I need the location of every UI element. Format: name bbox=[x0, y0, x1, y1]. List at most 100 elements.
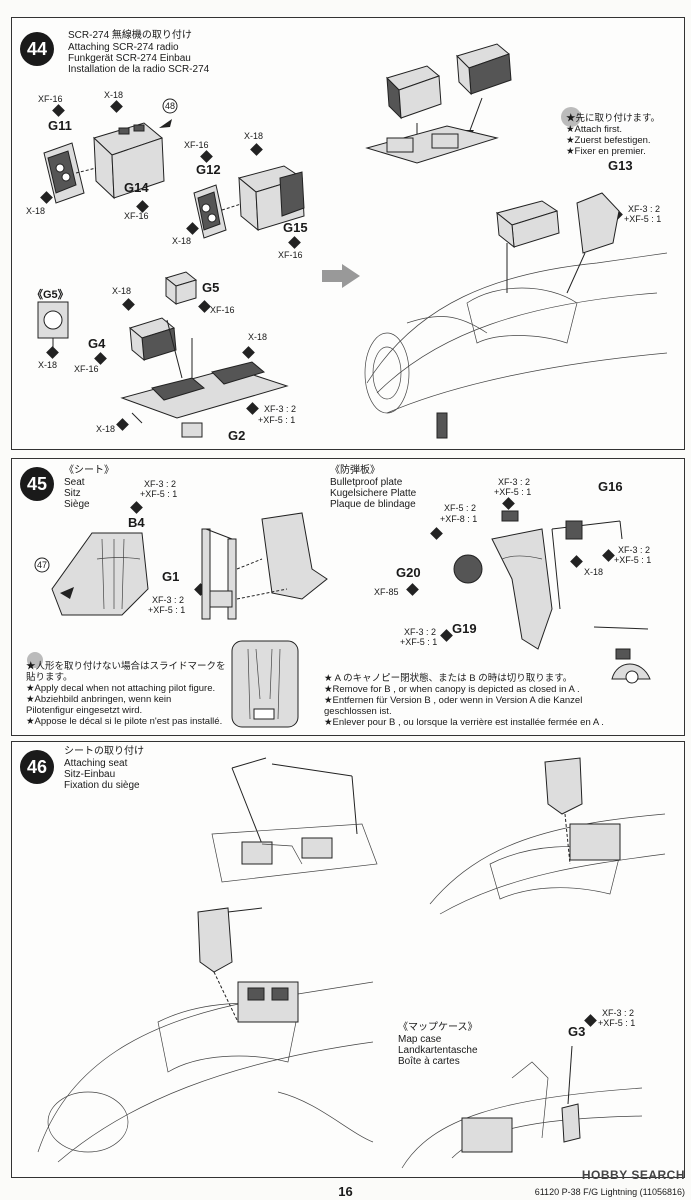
step-44-title-en: Attaching SCR-274 radio bbox=[68, 42, 179, 53]
paint-xf16-f: XF-16 bbox=[74, 364, 99, 374]
seat-fr: Siège bbox=[64, 499, 90, 510]
paint-mid-a: XF-5 : 2 bbox=[444, 503, 477, 513]
bolt-marker bbox=[250, 143, 263, 156]
paint-x18-h: X-18 bbox=[96, 424, 116, 434]
note-right-4: geschlossen ist. bbox=[324, 706, 392, 717]
paint-x18: X-18 bbox=[584, 567, 604, 577]
decal-badge bbox=[27, 652, 43, 668]
note-left-5: Pilotenfigur eingesetzt wird. bbox=[26, 705, 143, 716]
ref-47-badge bbox=[34, 557, 50, 573]
radio-rack-illustration bbox=[120, 317, 289, 438]
paint-xf16-e: XF-16 bbox=[210, 305, 235, 315]
attach-first-jp: ★先に取り付けます。 bbox=[566, 113, 661, 124]
map-de: Landkartentasche bbox=[398, 1045, 478, 1056]
fuselage-radio-illustration bbox=[364, 192, 668, 439]
g14-radio-illustration bbox=[43, 119, 172, 204]
note-right-2: ★Remove for B , or when canopy is depict… bbox=[324, 684, 580, 695]
paint-g1-b: +XF-5 : 1 bbox=[148, 605, 186, 615]
seat-de: Sitz bbox=[64, 488, 81, 499]
step-46-title-fr: Fixation du siège bbox=[64, 780, 140, 791]
bolt-marker bbox=[94, 352, 107, 365]
map-case-illustration bbox=[401, 1045, 643, 1169]
map-jp: 《マップケース》 bbox=[398, 1022, 478, 1033]
paint-x18-e: X-18 bbox=[38, 360, 58, 370]
paint-xf16-a: XF-16 bbox=[38, 94, 63, 104]
note-left-3: ★Apply decal when not attaching pilot fi… bbox=[26, 683, 216, 694]
paint-x18-a: X-18 bbox=[104, 90, 124, 100]
ref-48-number: 48 bbox=[165, 101, 176, 111]
paint-mix-b: +XF-5 : 1 bbox=[624, 214, 662, 224]
note-left-4: ★Abziehbild anbringen, wenn kein bbox=[26, 694, 172, 705]
bolt-marker bbox=[110, 100, 123, 113]
g5-inset-illustration bbox=[37, 301, 69, 348]
hobby-search-watermark: HOBBY SEARCH bbox=[581, 1168, 685, 1182]
step-44-title-fr: Installation de la radio SCR-274 bbox=[68, 64, 210, 75]
step-44-panel: 44 SCR-274 無線機の取り付け Attaching SCR-274 ra… bbox=[11, 17, 685, 450]
seat-en: Seat bbox=[64, 477, 85, 488]
fuselage-seat-illustration bbox=[37, 907, 374, 1163]
step-46-title-en: Attaching seat bbox=[64, 758, 128, 769]
attach-first-badge bbox=[561, 107, 581, 127]
attach-first-fr: ★Fixer en premier. bbox=[566, 146, 646, 157]
paint-mix-c: XF-3 : 2 bbox=[264, 404, 297, 414]
paint-xf85: XF-85 bbox=[374, 587, 399, 597]
paint-g19-b: +XF-5 : 1 bbox=[400, 637, 438, 647]
page-number: 16 bbox=[338, 1184, 353, 1199]
step-45-panel: 45 《シート》 Seat Sitz Siège XF-3 : 2 +XF-5 … bbox=[11, 458, 685, 736]
part-g5-alt: 《G5》 bbox=[32, 289, 69, 301]
plate-en: Bulletproof plate bbox=[330, 477, 403, 488]
paint-mid-b: +XF-8 : 1 bbox=[440, 514, 478, 524]
paint-g16-a: XF-3 : 2 bbox=[618, 545, 651, 555]
step-46-panel: 46 シートの取り付け Attaching seat Sitz-Einbau F… bbox=[11, 741, 685, 1178]
paint-xf16-c: XF-16 bbox=[184, 140, 209, 150]
paint-top-b: +XF-5 : 1 bbox=[494, 487, 532, 497]
paint-b4-b: +XF-5 : 1 bbox=[140, 489, 178, 499]
map-fr: Boîte à cartes bbox=[398, 1056, 460, 1067]
paint-x18-g: X-18 bbox=[248, 332, 268, 342]
bolt-marker bbox=[130, 501, 143, 514]
paint-b4-a: XF-3 : 2 bbox=[144, 479, 177, 489]
step-46-title-de: Sitz-Einbau bbox=[64, 769, 116, 780]
paint-g19-a: XF-3 : 2 bbox=[404, 627, 437, 637]
g15-radio-illustration bbox=[193, 165, 305, 239]
note-right-3: ★Entfernen für Version B , oder wenn in … bbox=[324, 695, 583, 706]
paint-x18-c: X-18 bbox=[244, 131, 264, 141]
paint-g1-a: XF-3 : 2 bbox=[152, 595, 185, 605]
paint-x18-b: X-18 bbox=[26, 206, 46, 216]
plate-de: Kugelsichere Platte bbox=[330, 488, 417, 499]
step-44-number: 44 bbox=[20, 32, 54, 66]
canopy-cut-illustration bbox=[593, 626, 651, 684]
ref-47-number: 47 bbox=[37, 560, 48, 570]
note-left-6: ★Appose le décal si le pilote n'est pas … bbox=[26, 716, 223, 727]
map-en: Map case bbox=[398, 1034, 442, 1045]
paint-xf16-b: XF-16 bbox=[124, 211, 149, 221]
part-g3: G3 bbox=[568, 1024, 586, 1039]
g5-part-illustration bbox=[164, 271, 198, 306]
kit-code: 61120 P-38 F/G Lightning (11056816) bbox=[534, 1187, 685, 1197]
part-g20: G20 bbox=[396, 565, 421, 580]
note-left-1: ★人形を取り付けない場合はスライドマークを bbox=[26, 661, 226, 672]
seat-b4-illustration bbox=[51, 532, 149, 616]
step-46-title-jp: シートの取り付け bbox=[64, 746, 144, 757]
part-g4: G4 bbox=[88, 336, 106, 351]
note-right-1: ★ A のキャノピー閉状態、または B の時は切り取ります。 bbox=[324, 673, 573, 684]
plate-jp: 《防弾板》 bbox=[330, 465, 380, 476]
part-g16: G16 bbox=[598, 479, 623, 494]
seat-frame-illustration bbox=[201, 512, 328, 620]
part-g5: G5 bbox=[202, 280, 220, 295]
bulletproof-plate-illustration bbox=[453, 510, 623, 650]
part-g14: G14 bbox=[124, 180, 149, 195]
step-45-number: 45 bbox=[20, 467, 54, 501]
seat-jp: 《シート》 bbox=[64, 465, 114, 476]
part-g19: G19 bbox=[452, 621, 477, 636]
bolt-marker bbox=[430, 527, 443, 540]
part-g15: G15 bbox=[283, 220, 308, 235]
paint-x18-f: X-18 bbox=[112, 286, 132, 296]
attach-first-de: ★Zuerst befestigen. bbox=[566, 135, 651, 146]
part-g11: G11 bbox=[48, 118, 72, 133]
fuselage-right-illustration bbox=[429, 757, 666, 915]
paint-g3-b: +XF-5 : 1 bbox=[598, 1018, 636, 1028]
seat-install-top-illustration bbox=[211, 757, 378, 883]
note-left-2: 貼ります。 bbox=[26, 672, 73, 683]
part-g1: G1 bbox=[162, 569, 180, 584]
